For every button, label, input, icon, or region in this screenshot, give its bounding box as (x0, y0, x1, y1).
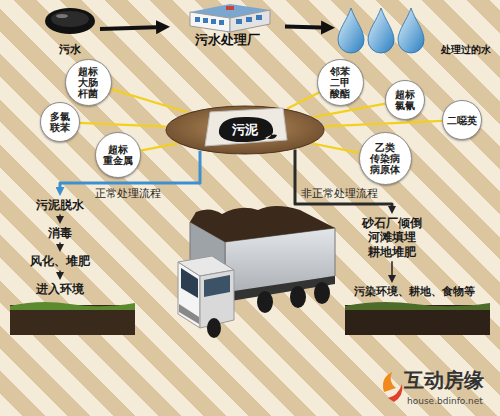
truck-windshield (181, 268, 198, 298)
plant-wall (190, 12, 230, 32)
flow-arrow (285, 25, 321, 30)
connectors (60, 27, 442, 275)
dump-truck (178, 206, 335, 338)
plant-window (203, 18, 208, 23)
node-label: 风化、堆肥 (30, 254, 90, 268)
pollutant-link (312, 143, 359, 152)
sewage-icon: 污水 (40, 4, 100, 56)
grass-strip (10, 302, 135, 310)
sludge-pile: 污泥 (165, 105, 325, 155)
process-label: 非正常处理流程 (301, 187, 378, 200)
sewage-highlight (56, 14, 68, 18)
truck-sludge-load (190, 206, 335, 242)
pollutant-link (287, 93, 319, 109)
treated-water: 处理过的水 (335, 4, 495, 56)
process-step: 消毒 (44, 224, 76, 242)
node-label: 邻苯 二甲 酸酯 (330, 66, 350, 99)
plant-wall (230, 10, 270, 32)
plant-window (195, 17, 200, 22)
pollutant-circle: 超标 大肠 杆菌 (65, 59, 112, 106)
treatment-plant: 污水处理厂 (170, 2, 285, 48)
logo-text: 互动房缘 (404, 368, 484, 392)
plant-window (211, 19, 216, 24)
pollutant-link (141, 143, 178, 150)
truck-wheel (257, 291, 273, 313)
flow-arrow (100, 27, 156, 29)
pollutant-link (80, 123, 166, 127)
node-label: 污泥 (232, 122, 258, 138)
node-label: 二噁英 (447, 115, 477, 126)
soil-left (10, 302, 135, 335)
water-drop (398, 8, 424, 53)
node-label: 超标 大肠 杆菌 (78, 66, 98, 99)
node-label: 砂石厂倾倒 河滩填埋 耕地堆肥 (362, 216, 422, 259)
plant-sign (226, 6, 234, 10)
truck-wheel (314, 282, 330, 304)
logo-url: house.bdinfo.net (407, 396, 483, 407)
process-step: 风化、堆肥 (26, 252, 94, 270)
truck-bumper (179, 304, 199, 324)
node-label: 处理过的水 (441, 44, 491, 56)
node-label: 多氯 联苯 (50, 111, 70, 133)
pollutant-circle: 二噁英 (442, 100, 482, 140)
step-arrow (59, 270, 61, 272)
truck-wheel (290, 286, 306, 308)
pollutant-circle: 超标 重金属 (95, 132, 141, 178)
logo-icon (383, 372, 402, 402)
logo-shape (388, 384, 402, 402)
step-arrow (59, 214, 61, 216)
plant-window (256, 15, 262, 20)
node-label: 超标 氯氰 (395, 89, 415, 111)
node-label: 乙类 传染病 病原体 (370, 142, 400, 175)
pollutant-link (110, 89, 187, 113)
step-arrow (59, 242, 61, 244)
pollutant-circle: 乙类 传染病 病原体 (359, 132, 412, 185)
grass-strip (345, 302, 490, 310)
node-label: 污泥脱水 (36, 198, 84, 212)
disposal-step: 砂石厂倾倒 河滩填埋 耕地堆肥 (358, 214, 426, 261)
node-label: 污染环境、耕地、食物等 (354, 285, 475, 298)
node-label: 污水处理厂 (195, 32, 260, 48)
pollutant-link (324, 121, 442, 126)
truck-side-window (204, 275, 230, 297)
node-label: 超标 重金属 (103, 144, 133, 166)
sludge-plate (205, 108, 287, 146)
plant-window (246, 17, 252, 22)
plant-window (219, 20, 224, 25)
node-label: 消毒 (48, 226, 72, 240)
pollutant-link (314, 104, 386, 117)
step-arrow (391, 261, 393, 275)
sludge-blob (219, 117, 277, 142)
pollution-result: 污染环境、耕地、食物等 (350, 283, 479, 300)
water-drop (338, 8, 364, 53)
pollutant-circle: 超标 氯氰 (385, 80, 425, 120)
logo-shape (383, 372, 396, 392)
water-drop (368, 8, 394, 53)
sewage-puddle (45, 8, 95, 34)
sewage-surface (51, 11, 89, 27)
sludge-mound (166, 106, 324, 154)
truck-wheel (207, 318, 221, 338)
process-label: 正常处理流程 (95, 187, 161, 200)
soil-right (345, 302, 490, 335)
process-step: 进入环境 (32, 280, 88, 298)
process-step: 污泥脱水 (32, 196, 88, 214)
node-label: 污水 (59, 43, 81, 56)
node-label: 进入环境 (36, 282, 84, 296)
plant-window (236, 19, 242, 24)
pollutant-circle: 邻苯 二甲 酸酯 (317, 59, 364, 106)
pollutant-circle: 多氯 联苯 (40, 102, 80, 142)
